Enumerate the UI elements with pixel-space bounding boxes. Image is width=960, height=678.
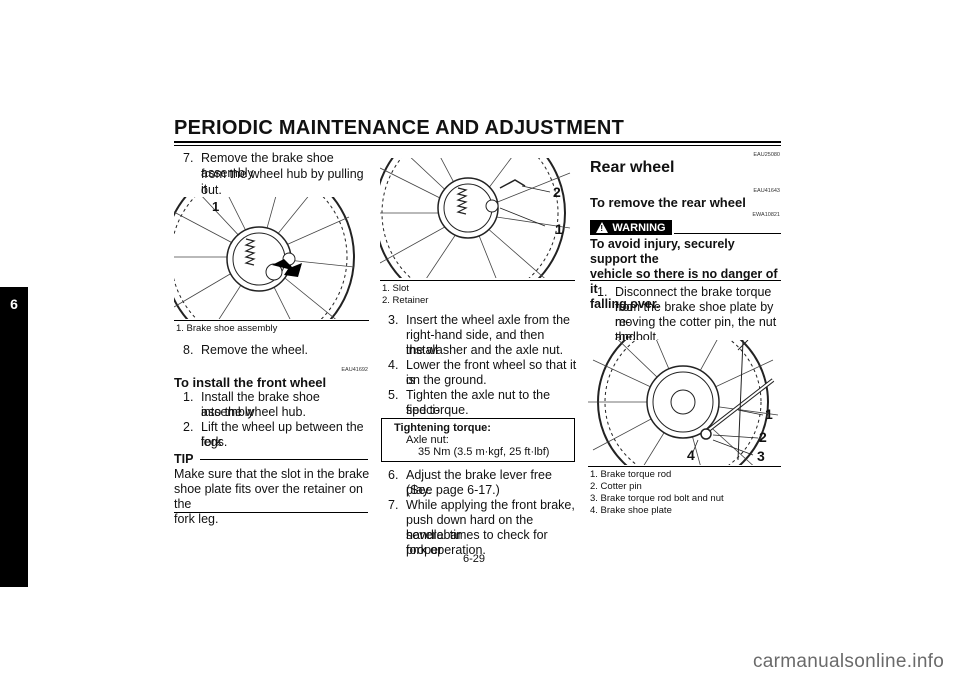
warning-rule bbox=[674, 233, 781, 234]
reference-code: EWA10821 bbox=[752, 212, 780, 218]
step-text-line: several times to check for proper bbox=[406, 528, 548, 557]
warning-label: WARNING bbox=[612, 221, 666, 234]
step-number: 1. bbox=[597, 285, 608, 299]
title-rule-thin bbox=[174, 145, 781, 146]
warning-badge: ! WARNING bbox=[590, 220, 672, 235]
step-text-line: from the brake shoe plate by re- bbox=[615, 300, 774, 329]
step-text-line: push down hard on the handlebar bbox=[406, 513, 534, 542]
step-text-line: Disconnect the brake torque rod bbox=[615, 285, 772, 314]
step-text-line: Adjust the brake lever free play. bbox=[406, 468, 552, 497]
step-text-line: right-hand side, and then install bbox=[406, 328, 545, 357]
reference-code: EAU41692 bbox=[341, 367, 368, 373]
tip-rule-top bbox=[200, 459, 368, 460]
install-front-wheel-heading: To install the front wheel bbox=[174, 375, 327, 390]
step-text-line: Remove the brake shoe assembly bbox=[201, 151, 334, 180]
step-text-line: out. bbox=[201, 183, 222, 197]
step-number: 3. bbox=[388, 313, 399, 327]
tip-rule-bottom bbox=[174, 512, 368, 513]
step-number: 1. bbox=[183, 390, 194, 404]
torque-box: Tightening torque: Axle nut: 35 Nm (3.5 … bbox=[381, 418, 575, 462]
page-title: PERIODIC MAINTENANCE AND ADJUSTMENT bbox=[174, 117, 625, 139]
caption-line: 2. Retainer bbox=[382, 295, 429, 306]
caption-line: 2. Cotter pin bbox=[590, 481, 642, 492]
callout-2: 2 bbox=[759, 429, 767, 445]
warning-icon: ! bbox=[596, 222, 609, 233]
torque-item: Axle nut: bbox=[406, 434, 449, 446]
torque-value: 35 Nm (3.5 m·kgf, 25 ft·lbf) bbox=[418, 446, 550, 458]
callout-4: 4 bbox=[687, 447, 695, 463]
caption-line: 1. Slot bbox=[382, 283, 409, 294]
chapter-tab bbox=[0, 287, 28, 587]
step-text-line: from the wheel hub by pulling it bbox=[201, 167, 364, 196]
step-text-line: Lower the front wheel so that it is bbox=[406, 358, 577, 387]
callout-1: 1 bbox=[555, 221, 563, 237]
figure-bottom-rule bbox=[380, 280, 575, 281]
title-rule bbox=[174, 141, 781, 143]
caption-line: 4. Brake shoe plate bbox=[590, 505, 672, 516]
step-number: 7. bbox=[388, 498, 399, 512]
step-text-line: Insert the wheel axle from the bbox=[406, 313, 570, 327]
step-text-line: fied torque. bbox=[406, 403, 469, 417]
figure-captions: 1. Slot 2. Retainer bbox=[382, 283, 428, 307]
slot-retainer-figure: 2 1 bbox=[380, 158, 575, 278]
tip-text-line: Make sure that the slot in the brake bbox=[174, 467, 370, 481]
figure-captions: 1. Brake torque rod 2. Cotter pin 3. Bra… bbox=[590, 469, 724, 517]
warning-text-line: falling over. bbox=[590, 297, 660, 311]
step-text-line: Lift the wheel up between the fork bbox=[201, 420, 364, 449]
callout-3: 3 bbox=[757, 448, 765, 464]
brake-shoe-assembly-figure: 1 bbox=[174, 197, 369, 319]
rear-brake-figure: 1 2 3 4 bbox=[588, 340, 783, 465]
reference-code: EAU25080 bbox=[753, 152, 780, 158]
rear-wheel-heading: Rear wheel bbox=[590, 159, 675, 176]
chapter-tab-number: 6 bbox=[10, 296, 18, 312]
step-number: 7. bbox=[183, 151, 194, 165]
tip-text-line: shoe plate fits over the retainer on the bbox=[174, 482, 364, 511]
reference-code: EAU41643 bbox=[753, 188, 780, 194]
torque-title: Tightening torque: bbox=[394, 422, 491, 434]
step-text-line: (See page 6-17.) bbox=[406, 483, 500, 497]
tip-label: TIP bbox=[174, 452, 194, 466]
step-text-line: into the wheel hub. bbox=[201, 405, 306, 419]
page-number: 6-29 bbox=[463, 553, 486, 565]
warning-text: To avoid injury, securely support the ve… bbox=[590, 237, 782, 312]
step-number: 6. bbox=[388, 468, 399, 482]
warning-text-line: To avoid injury, securely support the bbox=[590, 237, 735, 266]
warning-text-line: vehicle so there is no danger of it bbox=[590, 267, 778, 296]
step-number: 8. bbox=[183, 343, 194, 357]
step-text-line: on the ground. bbox=[406, 373, 487, 387]
remove-rear-wheel-heading: To remove the rear wheel bbox=[590, 195, 746, 210]
tip-text: Make sure that the slot in the brake sho… bbox=[174, 467, 370, 527]
step-text-line: While applying the front brake, bbox=[406, 498, 575, 512]
step-text-line: Tighten the axle nut to the speci- bbox=[406, 388, 551, 417]
watermark: carmanualsonline.info bbox=[753, 651, 945, 672]
tip-text-line: fork leg. bbox=[174, 512, 219, 526]
step-text: Remove the wheel. bbox=[201, 343, 309, 357]
callout-1: 1 bbox=[212, 199, 220, 214]
step-text-line: fork operation. bbox=[406, 543, 486, 557]
step-number: 5. bbox=[388, 388, 399, 402]
step-number: 4. bbox=[388, 358, 399, 372]
figure-caption: 1. Brake shoe assembly bbox=[176, 323, 278, 334]
step-number: 2. bbox=[183, 420, 194, 434]
caption-line: 1. Brake torque rod bbox=[590, 469, 672, 480]
figure-bottom-rule bbox=[588, 466, 781, 467]
step-text-line: legs. bbox=[201, 435, 228, 449]
figure-bottom-rule bbox=[174, 197, 369, 321]
warning-rule-bottom bbox=[590, 280, 781, 281]
callout-2: 2 bbox=[553, 184, 561, 200]
step-text-line: the washer and the axle nut. bbox=[406, 343, 564, 357]
callout-1: 1 bbox=[765, 406, 773, 422]
caption-line: 3. Brake torque rod bolt and nut bbox=[590, 493, 724, 504]
step-text-line: Install the brake shoe assembly bbox=[201, 390, 320, 419]
